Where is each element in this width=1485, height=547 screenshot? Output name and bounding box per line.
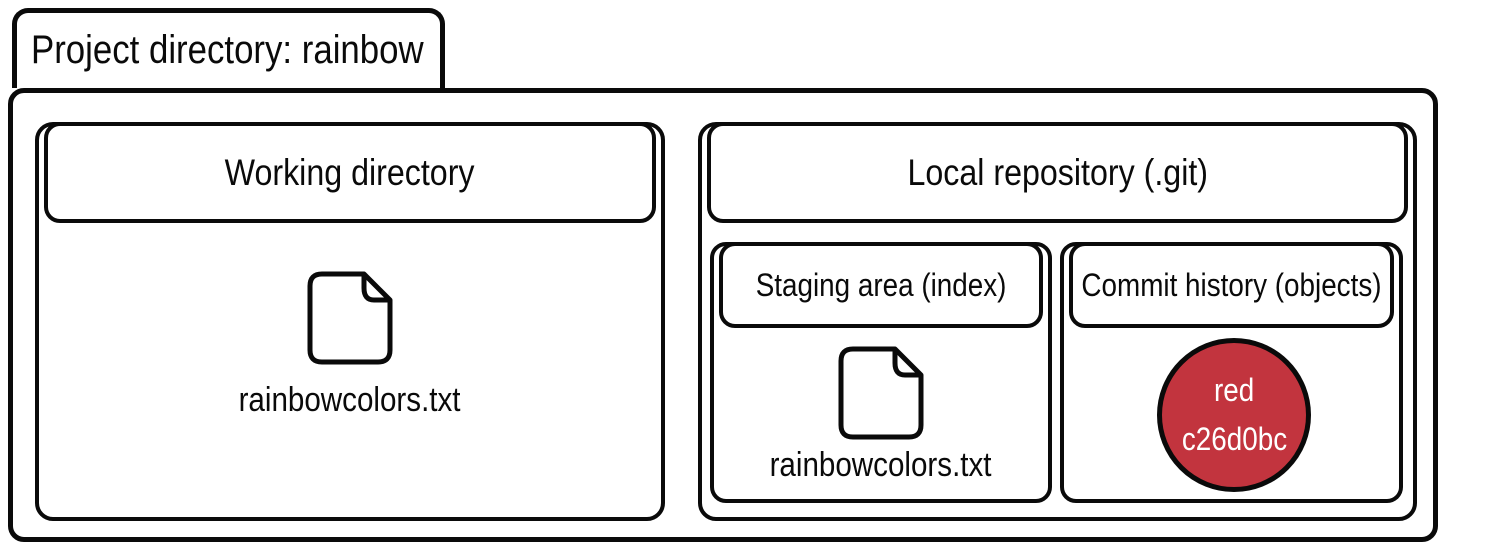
project-directory-label: Project directory: rainbow (31, 28, 424, 72)
staging-area-header: Staging area (index) (719, 242, 1043, 328)
project-directory-body: Working directory rainbowcolors.txt Loca… (8, 88, 1438, 542)
staging-area-title: Staging area (index) (755, 266, 1007, 303)
file-name: rainbowcolors.txt (770, 446, 992, 484)
commit-history-box: Commit history (objects) red c26d0bc (1060, 242, 1403, 503)
project-directory-tab: Project directory: rainbow (12, 8, 445, 88)
commit-history-title: Commit history (objects) (1081, 266, 1382, 303)
commit-hash: c26d0bc (1181, 421, 1287, 457)
working-directory-file: rainbowcolors.txt (39, 270, 661, 420)
file-icon (307, 271, 393, 365)
commit-history-header: Commit history (objects) (1069, 242, 1394, 328)
commit-circle-icon: red c26d0bc (1157, 338, 1311, 492)
local-repository-section: Local repository (.git) Staging area (in… (698, 122, 1417, 521)
file-name: rainbowcolors.txt (239, 381, 461, 419)
local-repository-title: Local repository (.git) (907, 151, 1208, 193)
working-directory-header: Working directory (44, 122, 656, 223)
commit-label: red (1213, 372, 1255, 408)
staging-area-file: rainbowcolors.txt (714, 345, 1048, 485)
local-repository-header: Local repository (.git) (707, 122, 1408, 223)
file-icon (838, 346, 924, 440)
working-directory-title: Working directory (225, 151, 475, 193)
working-directory-section: Working directory rainbowcolors.txt (35, 122, 665, 521)
staging-area-box: Staging area (index) rainbowcolors.txt (710, 242, 1052, 503)
